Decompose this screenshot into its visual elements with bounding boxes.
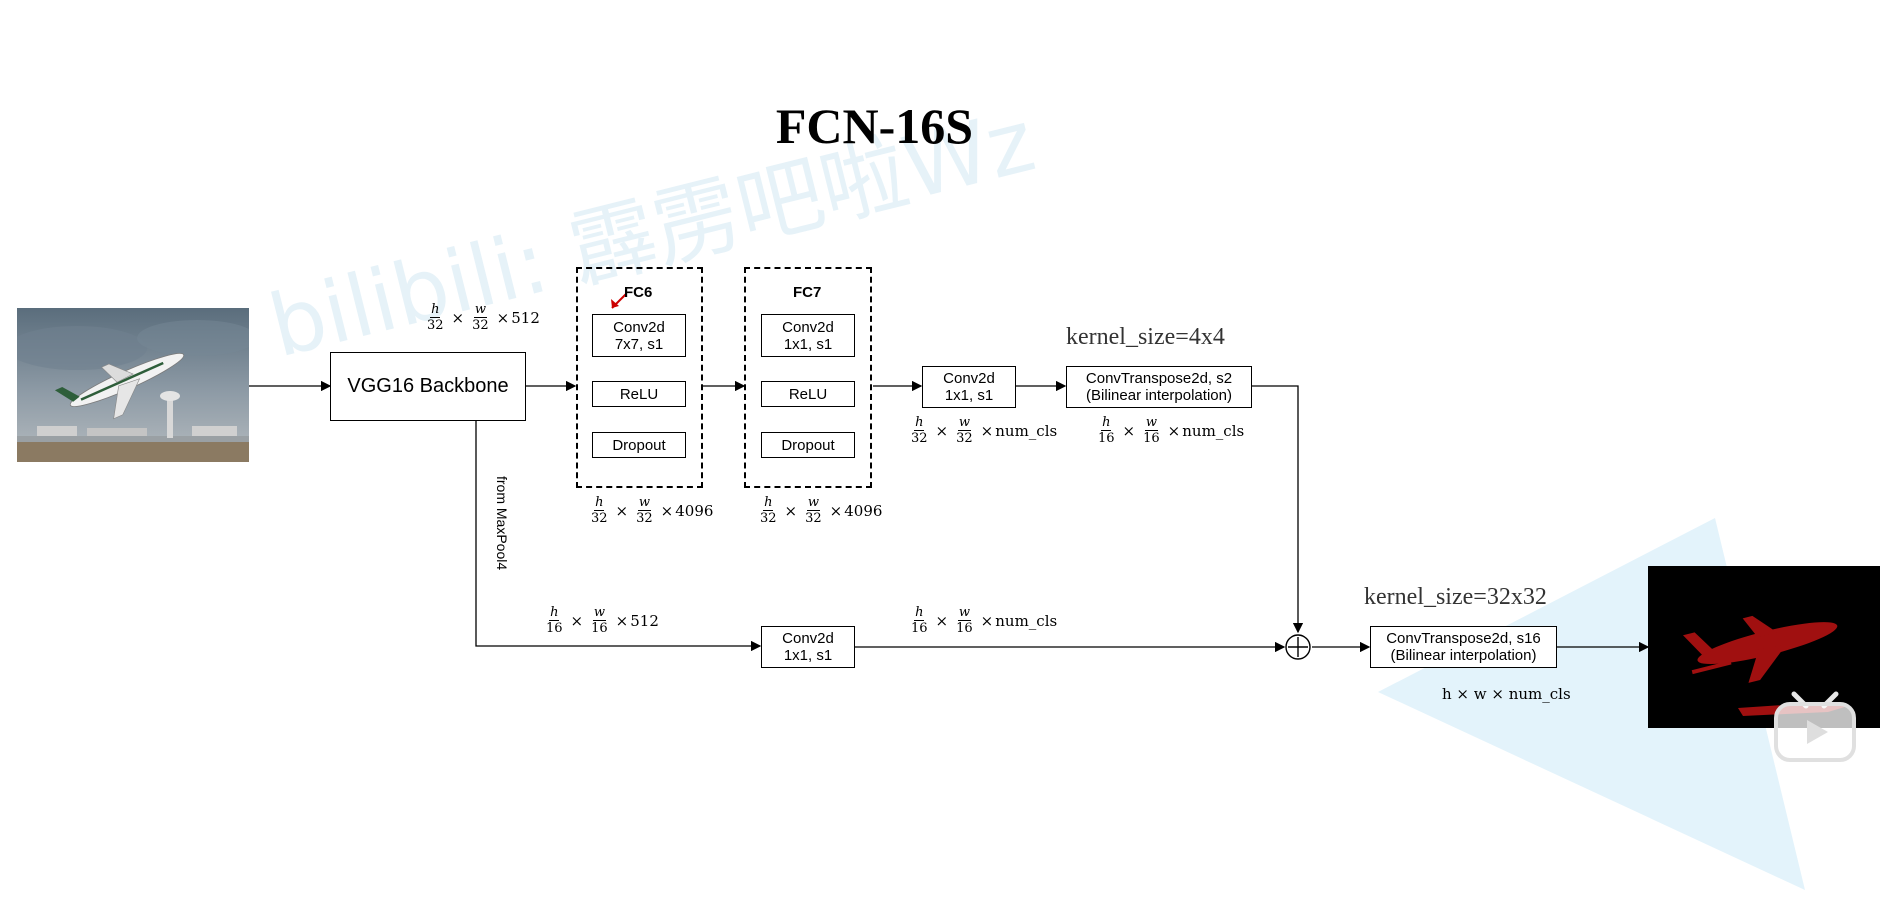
fc7-conv-block: Conv2d 1x1, s1 [761, 314, 855, 357]
fc6-title: FC6 [624, 284, 653, 301]
fc6-group [576, 267, 703, 488]
fc7-dropout-block: Dropout [761, 432, 855, 458]
fc7-group [744, 267, 872, 488]
fc6-conv-block: Conv2d 7x7, s1 [592, 314, 686, 357]
fc6-relu-block: ReLU [592, 381, 686, 407]
output-segmentation-mask [1648, 566, 1880, 728]
input-airplane-image [17, 308, 249, 462]
kernel-size-32x32-label: kernel_size=32x32 [1364, 584, 1547, 610]
pool4-conv-block: Conv2d 1x1, s1 [761, 626, 855, 668]
add-node [1285, 634, 1311, 660]
fc6-dropout-block: Dropout [592, 432, 686, 458]
fc7-title: FC7 [793, 284, 822, 301]
final-output-dims: h × w × num_cls [1442, 685, 1571, 703]
page-title: FCN-16S [775, 98, 974, 154]
bilibili-tv-icon[interactable] [1772, 690, 1858, 764]
kernel-size-4x4-label: kernel_size=4x4 [1066, 324, 1225, 350]
pointer-cursor-icon [611, 293, 627, 309]
arrow-pool4-branch [475, 421, 762, 652]
deconv-s16-block: ConvTranspose2d, s16 (Bilinear interpola… [1370, 626, 1557, 668]
deconv-s2-block: ConvTranspose2d, s2 (Bilinear interpolat… [1066, 366, 1252, 408]
from-maxpool4-label: from MaxPool4 [494, 476, 510, 571]
airplane-photo-icon [17, 308, 249, 462]
score-conv-block: Conv2d 1x1, s1 [922, 366, 1016, 408]
fc7-relu-block: ReLU [761, 381, 855, 407]
vgg16-backbone-block: VGG16 Backbone [330, 352, 526, 421]
arrow-deconv2-to-add [1252, 385, 1304, 634]
